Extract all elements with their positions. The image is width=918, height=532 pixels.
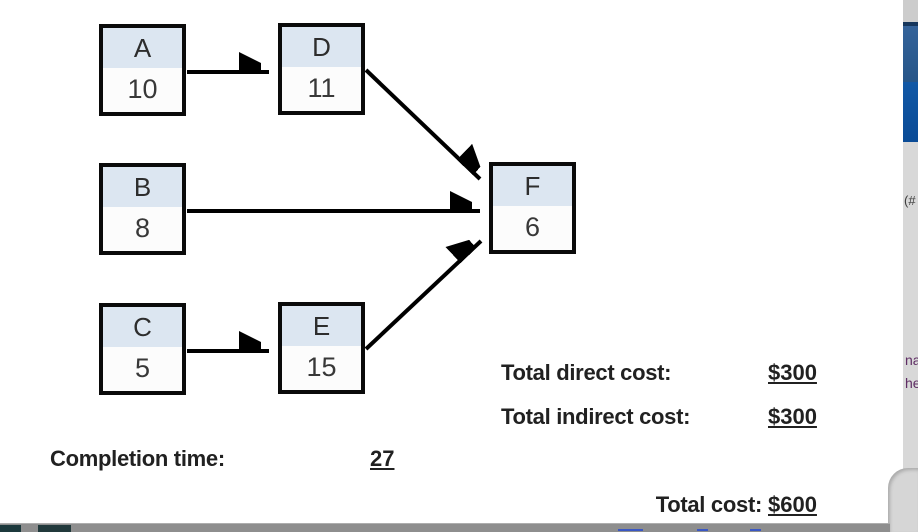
total-direct-cost-value: $300	[768, 360, 817, 385]
strip-blue-band-lower	[903, 82, 918, 142]
task-node-duration: 6	[493, 206, 572, 250]
strip-navy-line	[903, 22, 918, 26]
task-node-label: E	[282, 306, 361, 346]
sheet-corner-shadow	[888, 468, 918, 532]
page-right-edge-strip: (# na he	[903, 0, 918, 532]
task-node-label: C	[103, 307, 182, 347]
edge-arrow-D-to-F	[364, 68, 480, 181]
bottom-bar-edge	[0, 523, 890, 532]
total-indirect-cost-value: $300	[768, 404, 817, 429]
task-node-label: D	[282, 27, 361, 67]
total-direct-cost-label: Total direct cost:	[501, 360, 672, 385]
clipped-link-underline	[750, 529, 761, 531]
strip-gray-top	[903, 0, 918, 22]
clipped-text-fragment: (#	[904, 193, 916, 208]
task-node-duration: 15	[282, 346, 361, 390]
taskbar-item-fragment	[0, 525, 21, 532]
clipped-link-underline	[697, 529, 708, 531]
total-indirect-cost-label: Total indirect cost:	[501, 404, 691, 429]
task-node-label: A	[103, 28, 182, 68]
clipped-purple-text-fragment: na	[905, 352, 918, 368]
task-node-duration: 5	[103, 347, 182, 391]
clipped-link-underline	[618, 529, 643, 531]
clipped-purple-text-fragment: he	[905, 375, 918, 391]
task-node-label: F	[493, 166, 572, 206]
task-node-label: B	[103, 167, 182, 207]
taskbar-item-fragment	[38, 525, 71, 532]
task-node-duration: 10	[103, 68, 182, 112]
task-node-duration: 11	[282, 67, 361, 111]
completion-time-label: Completion time:	[50, 446, 225, 471]
strip-blue-band-upper	[903, 26, 918, 82]
edge-arrow-E-to-F	[364, 241, 483, 351]
completion-time-value: 27	[370, 446, 395, 471]
total-cost-value: $600	[768, 492, 817, 517]
task-node-duration: 8	[103, 207, 182, 251]
total-cost-label: Total cost:	[655, 492, 763, 517]
